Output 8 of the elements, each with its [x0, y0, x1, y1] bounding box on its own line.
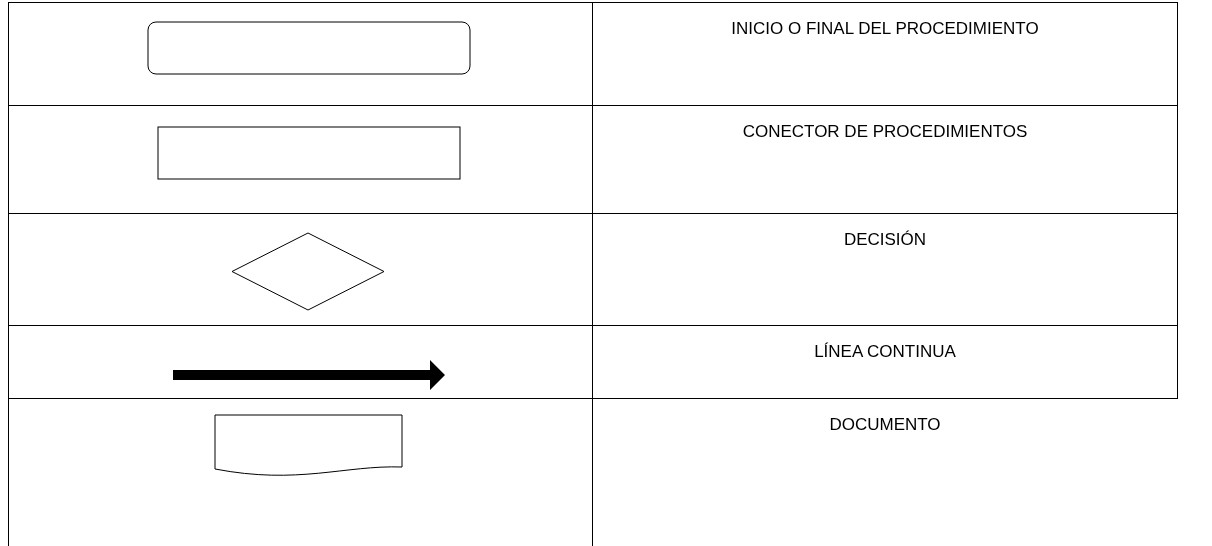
symbol-description: DOCUMENTO — [829, 415, 941, 435]
symbol-description: CONECTOR DE PROCEDIMIENTOS — [742, 122, 1028, 142]
terminator-symbol — [147, 21, 471, 75]
symbol-description: LÍNEA CONTINUA — [814, 342, 956, 362]
symbol-description: DECISIÓN — [843, 230, 927, 250]
symbol-description: INICIO O FINAL DEL PROCEDIMIENTO — [731, 19, 1039, 39]
decision-symbol — [231, 232, 385, 311]
process-symbol — [157, 126, 461, 180]
